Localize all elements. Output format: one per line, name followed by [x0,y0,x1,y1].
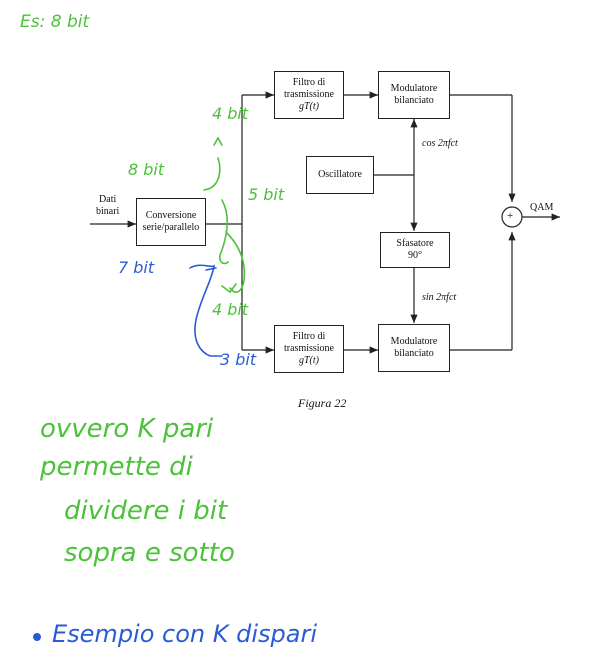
converter-line2: serie/parallelo [142,222,200,233]
upper-4bit-note: 4 bit [212,104,249,123]
sin-label: sin 2πfct [422,292,457,303]
output-label: QAM [530,202,554,213]
note-line-2: permette di [40,452,193,482]
note-line-3: dividere i bit [64,496,228,526]
blue-3bit-note: 3 bit [220,350,257,369]
note-line-4: sopra e sotto [64,538,235,568]
blue-7bit-note: 7 bit [118,258,155,277]
filter-bottom-line2: trasmissione [284,343,334,354]
note-line-1: ovvero K pari [40,414,214,444]
example-note: Es: 8 bit [20,12,90,32]
input-label: Dati binari [96,194,119,218]
phase-shifter-line2: 90° [408,250,422,261]
modulator-top-line1: Modulatore [390,83,438,94]
filter-top-line2: trasmissione [284,89,334,100]
bullet-dot [33,633,41,641]
split-5bit-note: 5 bit [248,185,285,204]
upper-8bit-note: 8 bit [128,160,165,179]
filter-bottom-line3: gT(t) [299,355,319,366]
modulator-bottom-line2: bilanciato [394,348,434,359]
input-line1: Dati [99,194,117,205]
modulator-top-line2: bilanciato [394,95,434,106]
adder-symbol: + [507,210,514,222]
cos-label: cos 2πfct [422,138,458,149]
filter-top-line1: Filtro di [292,77,326,88]
lower-4bit-note: 4 bit [212,300,249,319]
oscillator-label: Oscillatore [318,169,362,180]
filter-bottom-line1: Filtro di [292,331,326,342]
bullet-text: Esempio con K dispari [52,620,317,648]
filter-top-line3: gT(t) [299,101,319,112]
figure-caption: Figura 22 [298,396,347,410]
converter-line1: Conversione [145,210,197,221]
modulator-bottom-line1: Modulatore [390,336,438,347]
oscillator-box: Oscillatore [306,156,374,194]
phase-shifter-line1: Sfasatore [396,238,434,249]
input-line2: binari [96,206,120,217]
